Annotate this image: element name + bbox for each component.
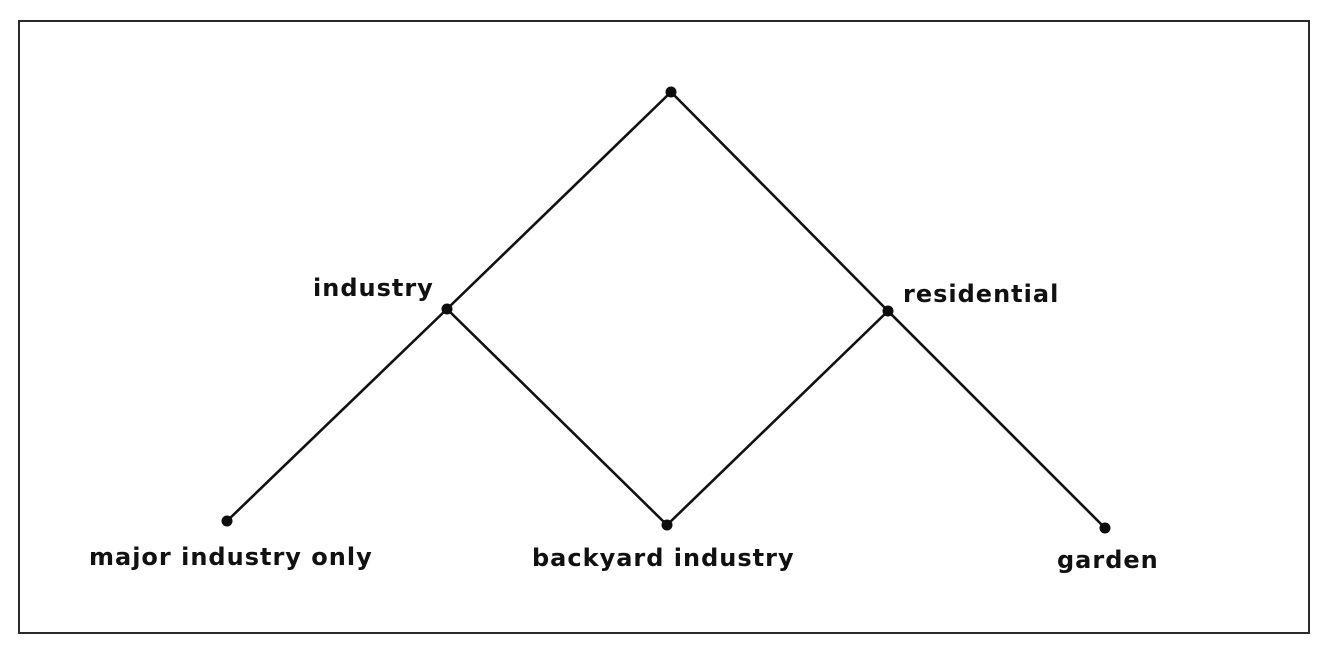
edge-residential-garden (886, 309, 1107, 530)
edge-industry-major-industry-only (225, 307, 449, 523)
label-backyard-industry: backyard industry (532, 544, 795, 572)
edge-industry-backyard-industry (445, 307, 669, 527)
label-garden: garden (1057, 546, 1159, 574)
label-industry: industry (313, 274, 434, 302)
node-major-industry-only (221, 515, 233, 527)
node-industry (441, 303, 453, 315)
edge-top-industry (445, 90, 673, 311)
node-top (665, 86, 677, 98)
edge-residential-backyard-industry (665, 309, 890, 527)
label-major-industry-only: major industry only (89, 543, 373, 571)
diagram-frame (18, 20, 1310, 634)
node-garden (1099, 522, 1111, 534)
node-residential (882, 305, 894, 317)
label-residential: residential (903, 280, 1059, 308)
node-backyard-industry (661, 519, 673, 531)
edge-top-residential (669, 90, 890, 313)
